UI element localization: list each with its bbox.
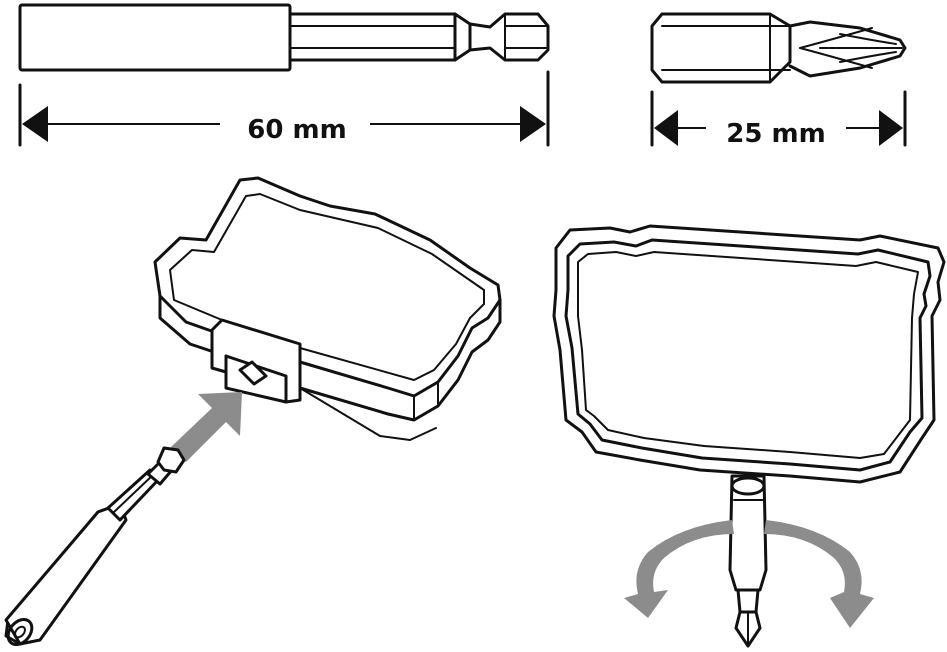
holder-dimension: 60 mm [18, 70, 550, 147]
dimension-arrow-left-icon [654, 110, 678, 146]
bit-holder-drawing [18, 3, 550, 72]
insert-arrow-icon [170, 392, 242, 462]
angled-bit-holder-drawing [4, 446, 186, 647]
bit-length-label: 25 mm [726, 119, 825, 149]
dimension-arrow-right-icon [520, 106, 546, 142]
open-case-drawing [552, 224, 946, 648]
closed-case-drawing [153, 176, 502, 441]
dimension-arrow-left-icon [22, 106, 48, 142]
holder-length-label: 60 mm [247, 115, 346, 145]
rotation-arrows [624, 520, 874, 628]
bit-dimension: 25 mm [650, 90, 907, 149]
phillips-bit-drawing [650, 12, 907, 84]
latch-icon [238, 360, 268, 386]
dimension-arrow-right-icon [879, 110, 903, 146]
rotate-left-arrow-icon [624, 520, 734, 618]
rotate-right-arrow-icon [764, 520, 874, 628]
